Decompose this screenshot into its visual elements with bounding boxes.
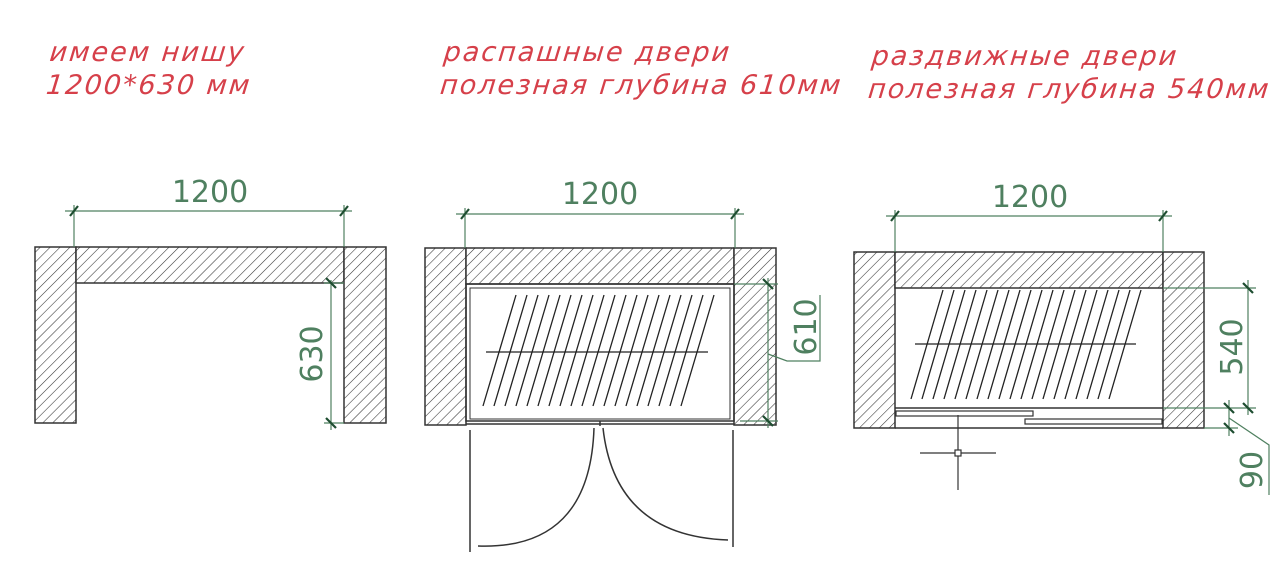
left-door-arc — [477, 427, 595, 547]
niche-left-wall — [34, 246, 77, 424]
hinged-left-wall — [424, 247, 467, 426]
hinged-plan: 1200 610 — [424, 177, 824, 552]
sliding-width-dimension: 1200 — [886, 180, 1172, 252]
niche-back-wall — [75, 246, 345, 284]
sliding-clothes-hangers — [910, 289, 1142, 400]
hinged-clothes-hangers — [482, 294, 715, 407]
hinged-depth-label: 610 — [789, 298, 824, 355]
sliding-track-dimension: 90 — [1204, 400, 1270, 495]
sliding-door-panels — [895, 407, 1163, 425]
niche-right-wall — [343, 246, 387, 424]
sliding-depth-label: 540 — [1215, 318, 1250, 375]
niche-width-dimension: 1200 — [65, 175, 352, 247]
sliding-depth-dimension: 540 — [1163, 280, 1256, 415]
niche-depth-label: 630 — [295, 325, 330, 382]
sliding-door-back — [1024, 418, 1163, 425]
niche-depth-dimension: 630 — [295, 277, 344, 430]
sliding-door-front — [895, 410, 1034, 417]
right-door-arc — [602, 427, 729, 541]
hinged-back-wall — [465, 247, 735, 285]
hinged-cabinet-inner — [469, 287, 731, 420]
niche-plan: 1200 630 — [34, 175, 387, 430]
niche-width-label: 1200 — [172, 175, 248, 210]
hinged-right-wall — [733, 247, 777, 426]
hinged-width-dimension: 1200 — [456, 177, 744, 248]
cad-crosshair-cursor — [920, 415, 996, 490]
sliding-plan: 1200 540 90 — [853, 180, 1270, 495]
sliding-left-wall — [853, 251, 896, 429]
hinged-door-swing — [469, 427, 734, 552]
hinged-depth-dimension: 610 — [734, 278, 824, 428]
sliding-back-wall — [894, 251, 1164, 289]
hinged-width-label: 1200 — [562, 177, 638, 212]
sliding-width-label: 1200 — [992, 180, 1068, 215]
sliding-right-wall — [1162, 251, 1205, 429]
sliding-track-label: 90 — [1235, 451, 1270, 489]
